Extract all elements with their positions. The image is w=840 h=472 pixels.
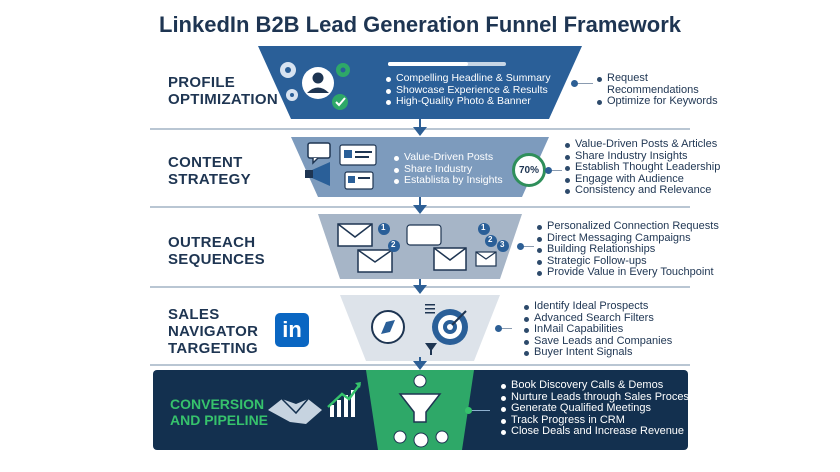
list-item: Provide Value in Every Touchpoint bbox=[536, 267, 719, 279]
connector-line bbox=[575, 83, 593, 84]
step-number: 2 bbox=[488, 235, 493, 244]
flow-arrow-icon bbox=[413, 127, 427, 136]
list-item: Book Discovery Calls & Demos bbox=[500, 379, 694, 392]
list-item: Advanced Search Filters bbox=[523, 312, 672, 325]
list-item: Value-Driven Posts & Articles bbox=[564, 138, 720, 151]
chat-bubble-icon bbox=[307, 142, 331, 165]
list-item: Close Deals and Increase Revenue bbox=[500, 426, 694, 438]
compass-icon bbox=[371, 310, 405, 344]
user-profile-icon bbox=[302, 67, 334, 99]
list-item: Share Industry bbox=[393, 163, 503, 176]
article-icon bbox=[339, 144, 377, 190]
flow-arrow-icon bbox=[413, 205, 427, 214]
list-item: Establish Thought Leadership bbox=[564, 162, 720, 174]
chat-bubble-icon bbox=[406, 224, 442, 246]
list-item: Personalized Connection Requests bbox=[536, 220, 719, 233]
filter-icon bbox=[425, 343, 437, 355]
list-item: Engage with Audience bbox=[564, 173, 720, 186]
step-number: 3 bbox=[500, 240, 505, 249]
checkmark-icon bbox=[332, 94, 348, 110]
stage-label-content: CONTENT STRATEGY bbox=[168, 154, 251, 188]
stage-label-conversion: CONVERSION AND PIPELINE bbox=[170, 396, 269, 428]
connector-line bbox=[548, 170, 562, 171]
list-item: Request Recommendations bbox=[596, 72, 718, 96]
flow-arrow-stem bbox=[419, 119, 421, 128]
stage-content-inner-list: Value-Driven Posts Share Industry Establ… bbox=[393, 151, 503, 187]
connector-dot bbox=[465, 407, 472, 414]
stage-label-navigator: SALES NAVIGATOR TARGETING bbox=[168, 306, 259, 357]
handshake-icon bbox=[268, 398, 322, 424]
linkedin-logo-icon: in bbox=[275, 313, 309, 347]
growth-chart-icon bbox=[327, 382, 362, 417]
list-item: Consistency and Relevance bbox=[564, 185, 720, 197]
list-item: Compelling Headline & Summary bbox=[385, 72, 551, 85]
envelope-icon bbox=[337, 223, 393, 273]
list-item: Strategic Follow-ups bbox=[536, 255, 719, 268]
list-item: Value-Driven Posts bbox=[393, 151, 503, 164]
stage-label-outreach: OUTREACH SEQUENCES bbox=[168, 234, 265, 268]
stage-profile-inner-list: Compelling Headline & Summary Showcase E… bbox=[385, 72, 551, 108]
connector-line bbox=[468, 410, 490, 411]
flow-arrow-icon bbox=[413, 361, 427, 370]
engagement-badge: 70% bbox=[512, 153, 546, 187]
stage-navigator-outer-list: Identify Ideal Prospects Advanced Search… bbox=[523, 300, 672, 359]
stage-conversion-outer-list: Book Discovery Calls & Demos Nurture Lea… bbox=[500, 379, 694, 438]
list-item: Track Progress in CRM bbox=[500, 414, 694, 427]
stage-profile-outer-list: Request Recommendations Optimize for Key… bbox=[596, 72, 718, 108]
step-number: 2 bbox=[391, 240, 396, 249]
step-number: 1 bbox=[481, 223, 486, 232]
flow-arrow-icon bbox=[413, 285, 427, 294]
list-item: Establista by Insights bbox=[393, 175, 503, 187]
connector-dot bbox=[495, 325, 502, 332]
money-bag-icon bbox=[393, 374, 449, 448]
list-item: Save Leads and Companies bbox=[523, 335, 672, 348]
list-item: Optimize for Keywords bbox=[596, 96, 718, 108]
list-item: Direct Messaging Campaigns bbox=[536, 232, 719, 245]
list-item: Share Industry Insights bbox=[564, 150, 720, 163]
stage-label-profile: PROFILE OPTIMIZATION bbox=[168, 74, 278, 108]
stage-outreach-outer-list: Personalized Connection Requests Direct … bbox=[536, 220, 719, 279]
list-item: Showcase Experience & Results bbox=[385, 84, 551, 97]
list-item: Buyer Intent Signals bbox=[523, 347, 672, 359]
funnel-stage-navigator bbox=[340, 295, 500, 361]
envelope-icon bbox=[433, 247, 497, 271]
page-title: LinkedIn B2B Lead Generation Funnel Fram… bbox=[159, 12, 681, 37]
connector-line bbox=[498, 328, 512, 329]
connector-dot bbox=[545, 167, 552, 174]
list-item: InMail Capabilities bbox=[523, 324, 672, 336]
gear-icon bbox=[280, 62, 298, 101]
funnel-icon bbox=[398, 393, 442, 423]
list-item: Identify Ideal Prospects bbox=[523, 300, 672, 313]
flow-arrow-stem bbox=[419, 279, 421, 285]
list-item: Nurture Leads through Sales Process bbox=[500, 391, 694, 404]
list-item: High-Quality Photo & Banner bbox=[385, 96, 551, 108]
stage-content-outer-list: Value-Driven Posts & Articles Share Indu… bbox=[564, 138, 720, 197]
step-number: 1 bbox=[381, 223, 386, 232]
list-item: Generate Qualified Meetings bbox=[500, 403, 694, 415]
connector-dot bbox=[517, 243, 524, 250]
list-item: Building Relationships bbox=[536, 244, 719, 256]
flow-arrow-stem bbox=[419, 197, 421, 205]
flow-arrow-stem bbox=[419, 357, 421, 363]
gear-icon bbox=[336, 63, 350, 77]
step-markers bbox=[378, 223, 509, 252]
target-icon bbox=[432, 309, 468, 345]
connector-line bbox=[520, 246, 534, 247]
list-icon bbox=[425, 304, 435, 314]
megaphone-icon bbox=[305, 162, 330, 186]
connector-dot bbox=[571, 80, 578, 87]
